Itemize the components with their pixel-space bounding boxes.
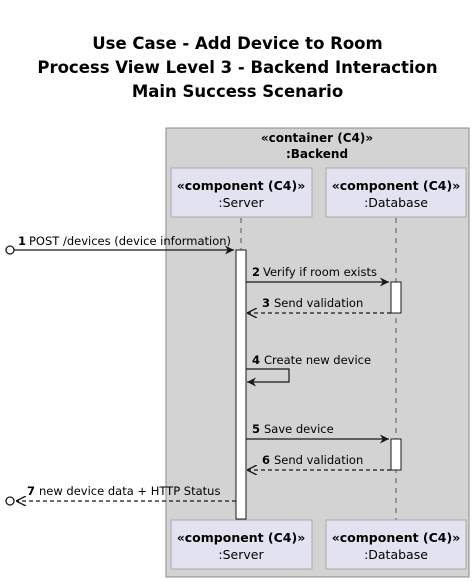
diagram-title-line-3: Main Success Scenario <box>131 82 344 101</box>
container-name: :Backend <box>286 147 348 161</box>
message-6-label: Send validation <box>274 453 363 467</box>
server-participant-top <box>170 167 313 218</box>
message-2-label: Verify if room exists <box>263 265 377 279</box>
diagram-title-line-2: Process View Level 3 - Backend Interacti… <box>37 58 438 77</box>
message-3-label: Send validation <box>274 296 363 310</box>
server-activation <box>235 249 247 520</box>
database-stereotype-top: «component (C4)» <box>332 178 461 193</box>
message-7-label: new device data + HTTP Status <box>39 484 220 498</box>
diagram-title-line-1: Use Case - Add Device to Room <box>92 34 383 53</box>
database-stereotype-bottom: «component (C4)» <box>332 530 461 545</box>
message-4-number: 4 <box>252 353 260 367</box>
server-name-bottom: :Server <box>218 547 264 562</box>
message-4-label: Create new device <box>264 353 371 367</box>
message-5-number: 5 <box>252 422 260 436</box>
container-stereotype: «container (C4)» <box>261 131 373 145</box>
database-participant-bottom <box>325 519 467 570</box>
message-5-label: Save device <box>264 422 334 436</box>
database-participant-top <box>325 167 467 218</box>
database-name-top: :Database <box>364 195 428 210</box>
message-7-number: 7 <box>27 484 35 498</box>
external-exit-point <box>5 496 15 506</box>
message-1-label: POST /devices (device information) <box>29 234 231 248</box>
database-name-bottom: :Database <box>364 547 428 562</box>
message-2-number: 2 <box>252 265 260 279</box>
server-stereotype-bottom: «component (C4)» <box>177 530 306 545</box>
database-activation-2 <box>390 438 402 471</box>
message-6-number: 6 <box>262 453 270 467</box>
message-3-number: 3 <box>262 296 270 310</box>
server-name-top: :Server <box>218 195 264 210</box>
external-entry-point <box>5 245 15 255</box>
server-participant-bottom <box>170 519 313 570</box>
message-4-arrow <box>246 368 290 387</box>
server-stereotype-top: «component (C4)» <box>177 178 306 193</box>
message-1-number: 1 <box>18 234 26 248</box>
database-activation-1 <box>390 281 402 314</box>
